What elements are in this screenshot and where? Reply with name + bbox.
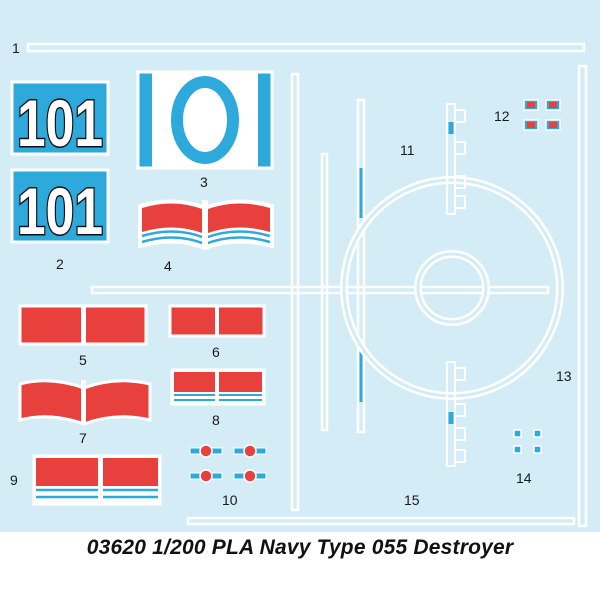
decal-7-flag bbox=[18, 379, 152, 426]
decal-14-markers bbox=[513, 429, 542, 454]
part-number-2: 2 bbox=[56, 256, 64, 272]
decal-6-stripe bbox=[168, 304, 266, 338]
sheet-caption: 03620 1/200 PLA Navy Type 055 Destroyer bbox=[86, 536, 514, 559]
decal-8-stripe bbox=[170, 368, 266, 406]
roundel bbox=[233, 444, 267, 458]
roundel bbox=[233, 469, 267, 483]
roundel bbox=[189, 469, 223, 483]
decal-1-stripe bbox=[26, 42, 586, 53]
decal-9-stripe bbox=[32, 454, 162, 506]
part-number-13: 13 bbox=[556, 368, 572, 384]
part-number-9: 9 bbox=[10, 472, 18, 488]
part-number-11: 11 bbox=[400, 142, 415, 158]
part-number-15: 15 bbox=[404, 492, 420, 508]
part-number-12: 12 bbox=[494, 108, 510, 124]
decal-10-roundels bbox=[189, 444, 267, 483]
part-number-4: 4 bbox=[164, 258, 172, 274]
part-number-14: 14 bbox=[516, 470, 532, 486]
decal-15-stripe bbox=[186, 516, 576, 526]
roundel bbox=[189, 444, 223, 458]
part-number-5: 5 bbox=[79, 352, 87, 368]
part-number-7: 7 bbox=[79, 430, 87, 446]
hull-number-text: 101 bbox=[17, 86, 103, 160]
horizontal-stripe bbox=[90, 285, 550, 295]
decal-2-hull-number-top: 101 bbox=[10, 80, 110, 162]
decal-4-flag bbox=[138, 199, 274, 251]
decal-2-hull-number-bottom: 101 bbox=[10, 168, 110, 250]
decal-13-stripe bbox=[577, 64, 588, 528]
decal-5-stripe bbox=[18, 304, 148, 346]
part-number-10: 10 bbox=[222, 492, 238, 508]
hull-number-text: 101 bbox=[17, 174, 103, 248]
part-number-3: 3 bbox=[200, 174, 208, 190]
decal-12-markers bbox=[523, 99, 561, 131]
decal-11-ring bbox=[340, 103, 564, 467]
decal-3-digit bbox=[136, 70, 274, 170]
part-number-8: 8 bbox=[212, 412, 220, 428]
part-number-6: 6 bbox=[212, 344, 220, 360]
part-number-1: 1 bbox=[12, 40, 20, 56]
decal-artwork: 101 101 bbox=[10, 42, 588, 528]
